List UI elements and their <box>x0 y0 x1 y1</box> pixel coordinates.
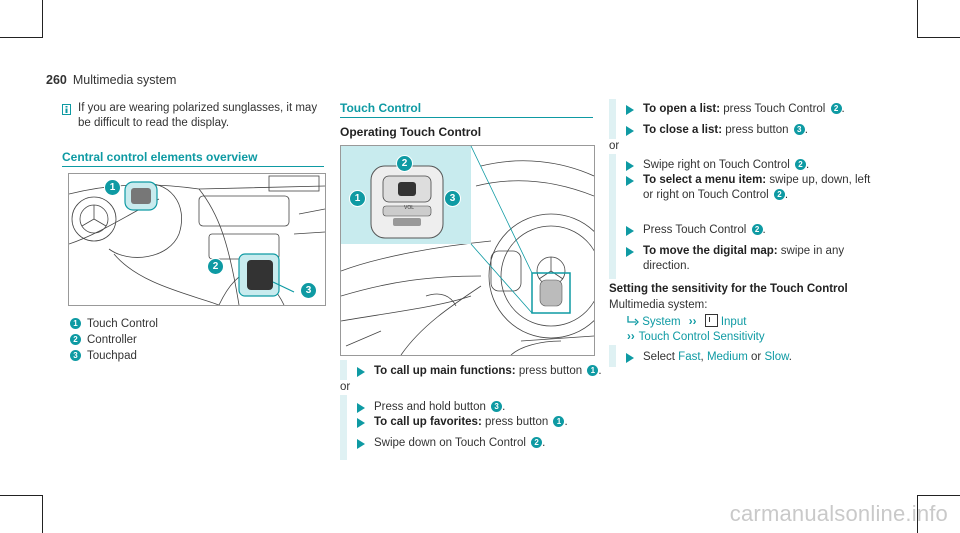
heading-rule <box>340 117 593 118</box>
crop-mark <box>42 0 43 38</box>
section-heading: Touch Control <box>340 101 422 115</box>
crop-mark <box>917 0 918 38</box>
watermark: carmanualsonline.info <box>729 501 948 526</box>
menu-path-2: ››Touch Control Sensitivity <box>627 330 765 345</box>
page-number: 260 <box>46 73 67 87</box>
callout-3: 3 <box>300 282 317 299</box>
crop-mark <box>42 495 43 533</box>
step: Select Fast, Medium or Slow. <box>643 351 792 363</box>
or-text: or <box>609 139 624 154</box>
sensitivity-heading: Setting the sensitivity for the Touch Co… <box>609 283 848 295</box>
step-arrow-icon <box>357 367 365 377</box>
callout-1: 1 <box>349 190 366 207</box>
callout-1: 1 <box>104 179 121 196</box>
step-arrow-icon <box>626 247 634 257</box>
select-step: Select Fast, Medium or Slow. <box>609 345 909 367</box>
step: Press Touch Control 2. <box>643 224 766 236</box>
crop-mark <box>0 37 42 38</box>
central-controls-figure: 1 2 3 <box>68 173 326 306</box>
input-icon <box>704 314 718 327</box>
crop-mark <box>918 37 960 38</box>
step-arrow-icon <box>626 126 634 136</box>
menu-system-link[interactable]: System <box>642 316 681 328</box>
option-fast[interactable]: Fast <box>678 351 701 363</box>
touch-control-figure: VOL 1 2 3 <box>340 145 595 356</box>
step-arrow-icon <box>626 353 634 363</box>
step: To call up main functions: press button … <box>374 365 602 377</box>
menu-path-1: System ›› Input <box>627 314 746 330</box>
menu-sensitivity-link[interactable]: Touch Control Sensitivity <box>638 331 765 343</box>
step-bar <box>340 360 347 460</box>
step: Swipe right on Touch Control 2. <box>643 159 810 171</box>
subheading: Operating Touch Control <box>340 125 482 139</box>
step-bar <box>609 345 616 367</box>
option-medium[interactable]: Medium <box>706 351 748 363</box>
step: Press and hold button 3. <box>374 401 506 413</box>
car-interior-illustration <box>69 175 325 305</box>
return-arrow-icon <box>627 316 639 326</box>
heading-rule <box>62 166 324 167</box>
crop-mark <box>0 495 42 496</box>
section-title: Multimedia system <box>72 73 177 87</box>
callout-2: 2 <box>396 155 413 172</box>
page-header: 260 Multimedia system <box>46 73 176 87</box>
middle-steps: To call up main functions: press button … <box>340 360 602 460</box>
callout-3: 3 <box>444 190 461 207</box>
crop-mark <box>917 495 918 533</box>
info-icon <box>62 102 71 115</box>
step-arrow-icon <box>357 418 365 428</box>
option-slow[interactable]: Slow <box>764 351 789 363</box>
steering-wheel-illustration <box>341 146 594 355</box>
note-text: If you are wearing polarized sunglasses,… <box>78 102 318 129</box>
double-chevron-icon: ›› <box>688 316 697 328</box>
step-arrow-icon <box>626 176 634 186</box>
step-arrow-icon <box>626 226 634 236</box>
or-text: or <box>340 380 355 395</box>
callout-2: 2 <box>207 258 224 275</box>
info-note: If you are wearing polarized sunglasses,… <box>62 101 322 131</box>
step: To call up favorites: press button 1. <box>374 416 568 428</box>
menu-input-link[interactable]: Input <box>720 316 747 328</box>
sensitivity-subtitle: Multimedia system: <box>609 299 708 311</box>
section-heading: Central control elements overview <box>62 150 258 164</box>
crop-mark <box>918 495 960 496</box>
step-arrow-icon <box>357 403 365 413</box>
right-steps: To open a list: press Touch Control 2. T… <box>609 99 909 279</box>
step-arrow-icon <box>626 161 634 171</box>
step: To open a list: press Touch Control 2. <box>643 103 845 115</box>
double-chevron-icon: ›› <box>627 331 635 343</box>
vol-label: VOL <box>404 205 415 211</box>
step-bar <box>609 99 616 279</box>
step: To select a menu item: swipe up, down, l… <box>643 174 871 201</box>
step-arrow-icon <box>626 105 634 115</box>
step-arrow-icon <box>357 439 365 449</box>
step: Swipe down on Touch Control 2. <box>374 437 546 449</box>
step: To close a list: press button 3. <box>643 124 808 136</box>
